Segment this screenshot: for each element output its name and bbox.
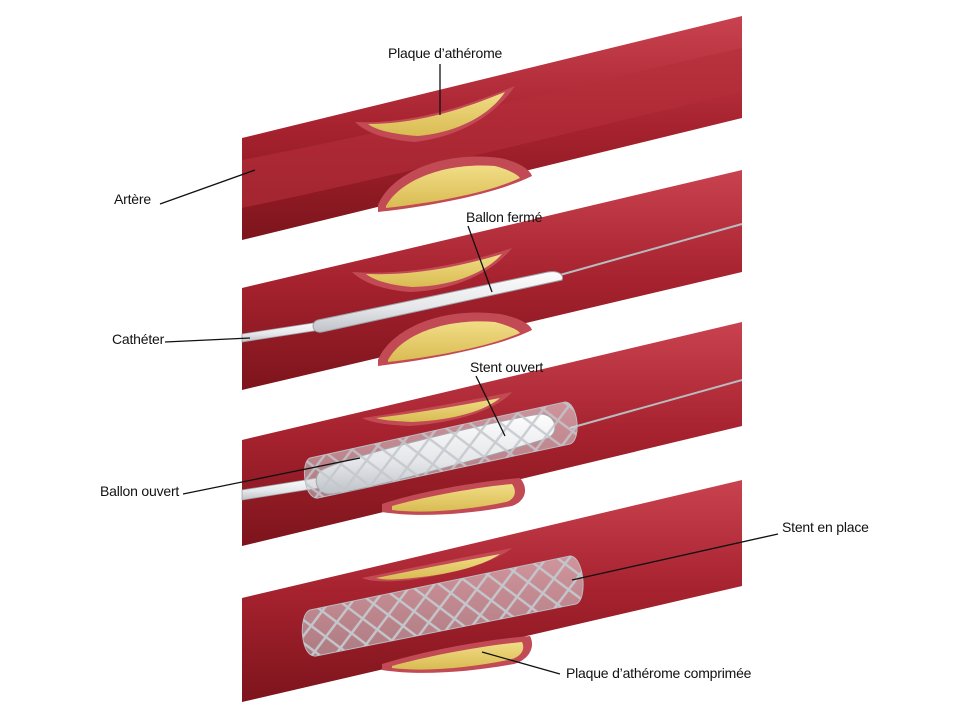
plaque-bottom-1-core — [386, 165, 520, 208]
panel-3-artery — [241, 322, 743, 546]
plaque-top-1-core — [368, 92, 505, 136]
label-plaque-atherome: Plaque d’athérome — [388, 45, 503, 61]
plaque-top-4-core — [376, 554, 500, 580]
leader-stent-ouvert — [475, 375, 506, 437]
leader-plaque-comprimee — [481, 651, 561, 675]
panel-4-artery — [242, 480, 742, 702]
panel-2-artery — [241, 170, 743, 390]
label-catheter: Cathéter — [112, 331, 165, 347]
panel-1-artery — [242, 16, 742, 240]
labels: Plaque d’athérome Artère Ballon fermé Ca… — [100, 45, 869, 681]
label-ballon-ouvert: Ballon ouvert — [100, 483, 179, 499]
plaque-top-3-core — [376, 398, 500, 422]
leader-ballon-ferme — [467, 225, 493, 293]
placed-stent-mesh — [302, 556, 584, 657]
plaque-bottom-3-core — [392, 484, 515, 512]
artery-2-wall — [242, 170, 742, 390]
plaque-top-4 — [362, 548, 512, 582]
label-stent-ouvert: Stent ouvert — [470, 359, 543, 375]
artery-1-lumen — [242, 48, 742, 208]
plaque-bottom-2-core — [388, 321, 520, 362]
closed-balloon — [312, 271, 563, 333]
leader-stent-en-place — [571, 533, 779, 581]
guide-wire-3 — [569, 379, 743, 429]
leader-ballon-ouvert — [182, 457, 361, 495]
plaque-bottom-4-core — [392, 642, 524, 670]
guide-wire-2 — [559, 223, 743, 276]
leader-artere — [159, 169, 256, 205]
plaque-top-2-core — [366, 254, 502, 287]
label-artere: Artère — [114, 191, 151, 207]
leader-catheter — [164, 337, 251, 343]
leader-lines — [159, 64, 779, 675]
label-stent-en-place: Stent en place — [782, 519, 869, 535]
label-plaque-comprimee: Plaque d’athérome comprimée — [566, 665, 752, 681]
label-ballon-ferme: Ballon fermé — [466, 209, 543, 225]
open-stent-mesh — [304, 402, 578, 499]
